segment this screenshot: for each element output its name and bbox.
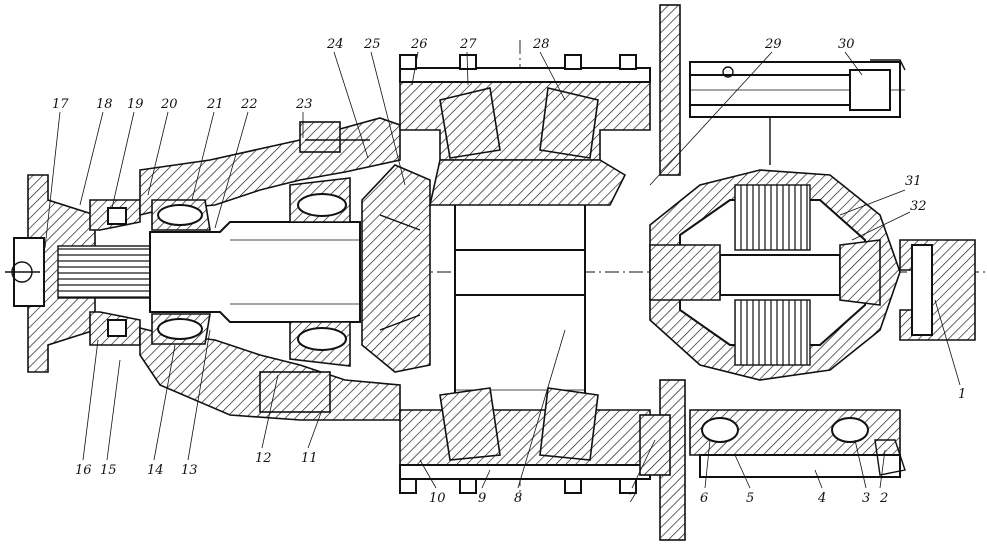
callout-2: 2 xyxy=(879,491,888,506)
callout-7: 7 xyxy=(628,491,637,506)
callout-16: 16 xyxy=(75,463,92,478)
input-flange xyxy=(5,174,159,373)
leader-22 xyxy=(214,111,249,229)
callout-32: 32 xyxy=(910,199,927,214)
lower-bearing-housing xyxy=(399,387,651,494)
leader-11 xyxy=(307,409,323,449)
leader-32 xyxy=(851,211,911,241)
callout-4: 4 xyxy=(817,491,826,506)
callout-30: 30 xyxy=(838,37,855,52)
callout-12: 12 xyxy=(255,451,272,466)
leader-5 xyxy=(734,454,751,489)
callout-21: 21 xyxy=(206,97,224,112)
leader-12 xyxy=(261,374,279,449)
callout-29: 29 xyxy=(764,37,782,52)
leader-1 xyxy=(934,299,961,386)
callout-25: 25 xyxy=(363,37,381,52)
callout-17: 17 xyxy=(52,97,69,112)
callout-18: 18 xyxy=(96,97,113,112)
differential-gears xyxy=(649,184,881,366)
callout-9: 9 xyxy=(478,491,486,506)
leader-31 xyxy=(839,189,906,216)
leader-16 xyxy=(82,339,99,461)
callout-labels: 1 2 3 4 5 6 7 8 9 10 11 12 13 14 15 16 1… xyxy=(52,37,966,506)
callout-3: 3 xyxy=(862,491,870,506)
callout-15: 15 xyxy=(100,463,117,478)
leader-3 xyxy=(854,439,867,489)
pinion-shaft xyxy=(149,221,361,323)
leader-7 xyxy=(631,439,656,489)
leader-19 xyxy=(111,111,135,209)
lower-right-bearing xyxy=(689,409,906,478)
callout-11: 11 xyxy=(301,451,318,466)
leader-6 xyxy=(704,439,711,489)
leader-29 xyxy=(649,51,773,186)
leader-30 xyxy=(844,51,863,76)
callout-5: 5 xyxy=(746,491,754,506)
callout-1: 1 xyxy=(958,387,966,402)
leader-25 xyxy=(370,51,406,186)
leader-26 xyxy=(411,51,419,86)
leader-9 xyxy=(481,469,491,489)
leader-14 xyxy=(153,344,176,461)
callout-6: 6 xyxy=(700,491,708,506)
leader-2 xyxy=(879,449,886,489)
callout-14: 14 xyxy=(147,463,164,478)
output-flange xyxy=(899,239,976,341)
leader-27 xyxy=(466,51,469,86)
leader-lines xyxy=(44,51,961,489)
callout-23: 23 xyxy=(295,97,313,112)
leader-10 xyxy=(419,459,437,489)
leader-20 xyxy=(147,111,169,196)
callout-26: 26 xyxy=(410,37,428,52)
callout-8: 8 xyxy=(514,491,522,506)
shift-lever xyxy=(689,59,906,165)
leader-13 xyxy=(187,329,211,461)
callout-27: 27 xyxy=(459,37,477,52)
seal-cover xyxy=(89,199,141,346)
leader-21 xyxy=(191,111,215,201)
callout-22: 22 xyxy=(240,97,258,112)
callout-31: 31 xyxy=(905,174,922,189)
bevel-gear xyxy=(361,164,431,373)
callout-28: 28 xyxy=(532,37,550,52)
leader-4 xyxy=(814,469,823,489)
callout-19: 19 xyxy=(127,97,144,112)
leader-18 xyxy=(79,111,104,206)
pinion-bearings xyxy=(151,177,351,367)
mounting-bracket xyxy=(639,4,686,541)
left-housing xyxy=(139,117,401,421)
leader-17 xyxy=(44,111,61,249)
callout-10: 10 xyxy=(429,491,446,506)
callout-20: 20 xyxy=(160,97,178,112)
leader-28 xyxy=(539,51,566,101)
leader-24 xyxy=(333,51,369,159)
upper-bearing-housing xyxy=(399,54,651,206)
leader-8 xyxy=(517,329,566,489)
callout-13: 13 xyxy=(181,463,198,478)
leader-15 xyxy=(106,359,121,461)
callout-24: 24 xyxy=(326,37,344,52)
